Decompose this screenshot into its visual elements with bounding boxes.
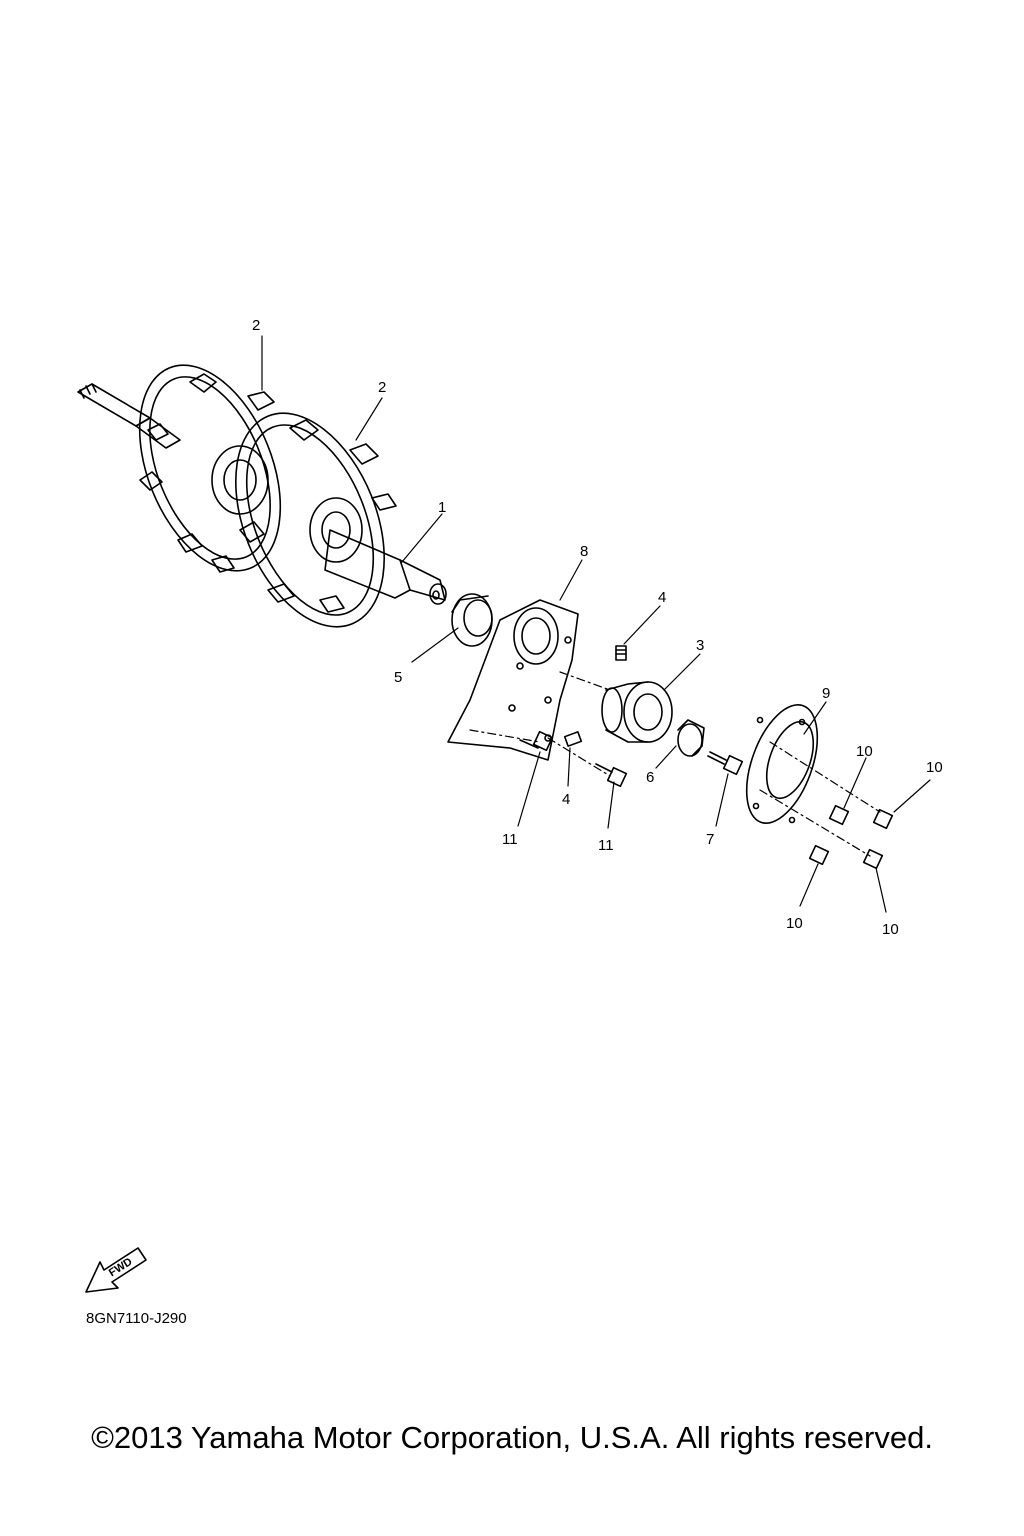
set-screw-top	[615, 645, 627, 661]
drawing-code: 8GN7110-J290	[86, 1310, 187, 1327]
callout-10c: 10	[786, 915, 803, 932]
assembly-lines	[469, 671, 881, 857]
set-screw-side	[563, 731, 583, 747]
callout-8: 8	[580, 543, 588, 560]
callout-4-side: 4	[562, 791, 570, 808]
callout-5: 5	[394, 669, 402, 686]
callout-10d: 10	[882, 921, 899, 938]
callout-6: 6	[646, 769, 654, 786]
sprocket-front	[235, 412, 397, 628]
callout-10a: 10	[856, 743, 873, 760]
fwd-arrow-icon: FWD	[85, 1247, 147, 1293]
collar-part-5	[451, 593, 493, 647]
bolt-part-7	[707, 751, 744, 776]
callout-11b: 11	[598, 837, 614, 854]
callout-11a: 11	[502, 831, 518, 848]
bolts-part-11	[519, 730, 628, 788]
bearing-part-3	[601, 681, 673, 743]
callout-2b: 2	[378, 379, 386, 396]
bolts-part-10	[808, 804, 894, 870]
sprocket-rear	[138, 364, 282, 573]
callout-3: 3	[696, 637, 704, 654]
callout-10b: 10	[926, 759, 943, 776]
callout-4-top: 4	[658, 589, 666, 606]
callout-9: 9	[822, 685, 830, 702]
spacer-part-6	[677, 719, 705, 757]
callout-2a: 2	[252, 317, 260, 334]
leader-lines	[261, 335, 931, 913]
cover-plate-part-9	[745, 704, 819, 824]
callout-1: 1	[438, 499, 446, 516]
callout-7: 7	[706, 831, 714, 848]
bracket-part-8	[447, 599, 579, 761]
callout-labels: 2 2 1 8 4 3 5 9 10 10 4 11 11 6 7 10 10	[252, 317, 943, 938]
copyright-notice: ©2013 Yamaha Motor Corporation, U.S.A. A…	[91, 1420, 933, 1455]
